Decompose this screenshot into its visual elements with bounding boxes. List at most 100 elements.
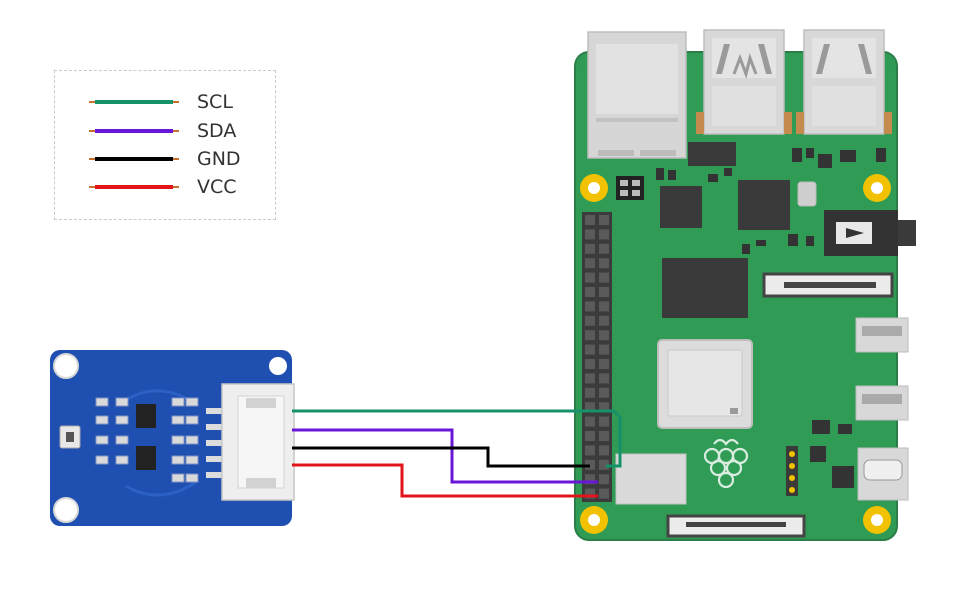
gpio-pin bbox=[599, 416, 609, 427]
gpio-pin bbox=[585, 315, 595, 326]
gpio-pin bbox=[599, 243, 609, 254]
connector-pins bbox=[206, 408, 236, 478]
gpio-pin bbox=[599, 474, 609, 485]
smd-component bbox=[185, 455, 199, 465]
smd-component bbox=[115, 397, 129, 407]
smd-component bbox=[115, 455, 129, 465]
gpio-pin bbox=[599, 330, 609, 341]
ethernet-port bbox=[587, 31, 687, 159]
sensor-smd-components bbox=[95, 397, 199, 483]
gpio-header bbox=[582, 212, 612, 502]
gpio-pin bbox=[599, 373, 609, 384]
gpio-pin bbox=[585, 344, 595, 355]
smd-component bbox=[115, 415, 129, 425]
smd-component bbox=[185, 473, 199, 483]
wire-sda bbox=[292, 428, 598, 484]
wireless-module bbox=[615, 453, 687, 505]
gpio-pin bbox=[599, 445, 609, 456]
wire-scl bbox=[292, 409, 622, 468]
wires bbox=[292, 409, 622, 498]
jumper-block bbox=[616, 176, 644, 200]
legend-item-vcc: VCC bbox=[89, 176, 237, 198]
raspberry-logo bbox=[703, 438, 749, 489]
smd-component bbox=[171, 435, 185, 445]
legend-label-sda: SDA bbox=[197, 120, 237, 142]
gpio-pin bbox=[585, 445, 595, 456]
gpio-pin bbox=[585, 330, 595, 341]
smd-component bbox=[171, 473, 185, 483]
gpio-pin bbox=[599, 344, 609, 355]
legend-item-gnd: GND bbox=[89, 148, 241, 170]
legend-item-sda: SDA bbox=[89, 120, 237, 142]
gpio-pin bbox=[585, 402, 595, 413]
gpio-pin bbox=[599, 387, 609, 398]
gpio-pin bbox=[585, 229, 595, 240]
soc-processor bbox=[657, 339, 753, 429]
gpio-pin bbox=[585, 215, 595, 225]
smd-component bbox=[185, 435, 199, 445]
gpio-pin bbox=[599, 402, 609, 413]
gpio-pin bbox=[585, 431, 595, 441]
ic-chip-2 bbox=[136, 446, 156, 470]
gpio-pin bbox=[599, 215, 609, 225]
legend-swatch-vcc bbox=[89, 185, 179, 189]
audio-jack bbox=[824, 210, 916, 256]
gpio-pin bbox=[599, 488, 609, 499]
smd-component bbox=[95, 415, 109, 425]
usb-port-2 bbox=[796, 29, 892, 135]
gpio-pin bbox=[599, 359, 609, 369]
chip-usb-controller bbox=[660, 186, 702, 228]
ic-chip-1 bbox=[136, 404, 156, 428]
gpio-pin bbox=[585, 287, 595, 297]
gpio-pin bbox=[585, 272, 595, 283]
smd-component bbox=[185, 397, 199, 407]
led-header bbox=[786, 446, 798, 496]
gpio-pin bbox=[599, 229, 609, 240]
gpio-pin bbox=[585, 474, 595, 485]
smd-component bbox=[171, 415, 185, 425]
wire-gnd bbox=[292, 446, 590, 468]
gpio-pin bbox=[599, 272, 609, 283]
usb-port-1 bbox=[696, 29, 792, 135]
gpio-pin bbox=[599, 459, 609, 470]
legend-label-scl: SCL bbox=[197, 91, 233, 113]
gpio-pin bbox=[585, 373, 595, 384]
wire-legend: SCL SDA GND VCC bbox=[54, 70, 276, 220]
smd-component bbox=[171, 455, 185, 465]
smd-component bbox=[171, 397, 185, 407]
sensor-module bbox=[50, 350, 295, 526]
legend-label-gnd: GND bbox=[197, 148, 241, 170]
gpio-pin bbox=[585, 488, 595, 499]
gpio-pin bbox=[585, 359, 595, 369]
gpio-pin bbox=[585, 301, 595, 312]
legend-swatch-gnd bbox=[89, 157, 179, 161]
raspberry-pi-board bbox=[574, 29, 916, 541]
gpio-pin bbox=[599, 315, 609, 326]
gpio-pin bbox=[585, 243, 595, 254]
smd-component bbox=[115, 435, 129, 445]
ram-chip bbox=[662, 258, 748, 318]
gpio-pin bbox=[585, 258, 595, 269]
crystal bbox=[797, 181, 817, 207]
gpio-pins bbox=[585, 215, 609, 499]
gpio-pin bbox=[599, 258, 609, 269]
legend-label-vcc: VCC bbox=[197, 176, 237, 198]
wire-vcc bbox=[292, 463, 598, 498]
sensor-connector bbox=[221, 383, 295, 501]
chip-small-top bbox=[688, 142, 736, 166]
mounting-holes bbox=[580, 174, 891, 534]
legend-item-scl: SCL bbox=[89, 91, 233, 113]
gpio-pin bbox=[599, 301, 609, 312]
gpio-pin bbox=[585, 387, 595, 398]
gpio-pin bbox=[585, 416, 595, 427]
gpio-pin bbox=[599, 431, 609, 441]
smd-component bbox=[95, 435, 109, 445]
smd-component bbox=[95, 455, 109, 465]
smd-component bbox=[95, 397, 109, 407]
gpio-pin bbox=[599, 287, 609, 297]
smd-component bbox=[185, 415, 199, 425]
legend-swatch-scl bbox=[89, 100, 179, 104]
legend-swatch-sda bbox=[89, 129, 179, 133]
